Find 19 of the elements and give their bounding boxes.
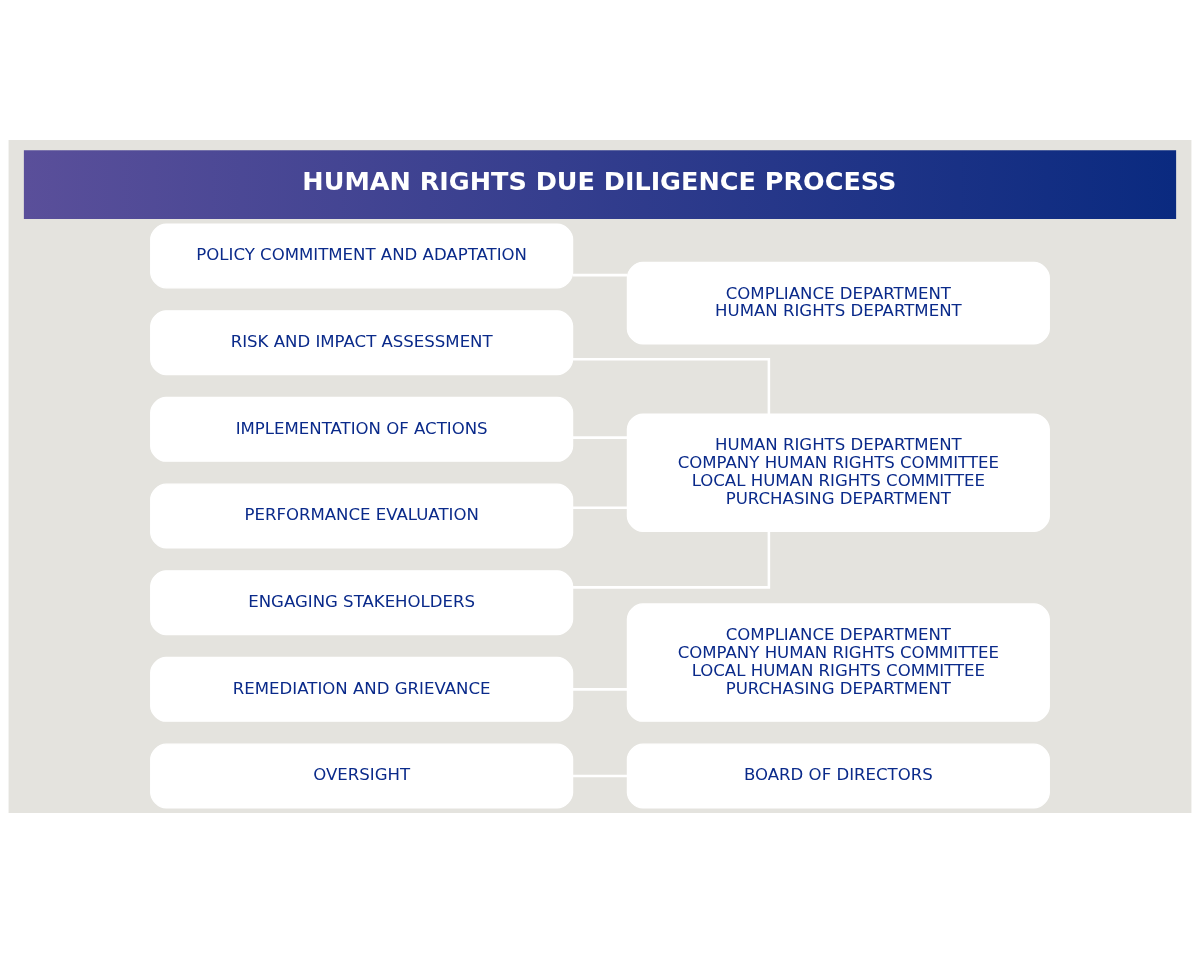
connector bbox=[572, 506, 628, 509]
node-box: ENGAGING STAKEHOLDERS bbox=[150, 570, 574, 636]
node-box: HUMAN RIGHTS DEPARTMENT COMPANY HUMAN RIGHTS COMMITTEE LOCAL HUMAN RIGHTS COMMITTEE PURCHASING DEPARTMENT bbox=[626, 413, 1050, 532]
connector bbox=[572, 688, 628, 691]
node-box: RISK AND IMPACT ASSESSMENT bbox=[150, 310, 574, 376]
connector bbox=[572, 774, 628, 778]
node-box: OVERSIGHT bbox=[150, 743, 574, 809]
connector bbox=[573, 357, 771, 414]
node-box: COMPLIANCE DEPARTMENT COMPANY HUMAN RIGHTS COMMITTEE LOCAL HUMAN RIGHTS COMMITTEE PURCHASING DEPARTMENT bbox=[626, 603, 1050, 722]
diagram-title: HUMAN RIGHTS DUE DILIGENCE PROCESS bbox=[302, 165, 897, 196]
connector bbox=[572, 273, 628, 277]
connector bbox=[573, 531, 771, 589]
node-box: IMPLEMENTATION OF ACTIONS bbox=[150, 396, 574, 462]
node-box: BOARD OF DIRECTORS bbox=[626, 743, 1050, 809]
connector bbox=[572, 436, 628, 439]
node-box: PERFORMANCE EVALUATION bbox=[150, 483, 574, 549]
node-box: COMPLIANCE DEPARTMENT HUMAN RIGHTS DEPARTMENT bbox=[626, 261, 1050, 345]
node-box: REMEDIATION AND GRIEVANCE bbox=[150, 656, 574, 722]
node-box: POLICY COMMITMENT AND ADAPTATION bbox=[150, 223, 574, 289]
